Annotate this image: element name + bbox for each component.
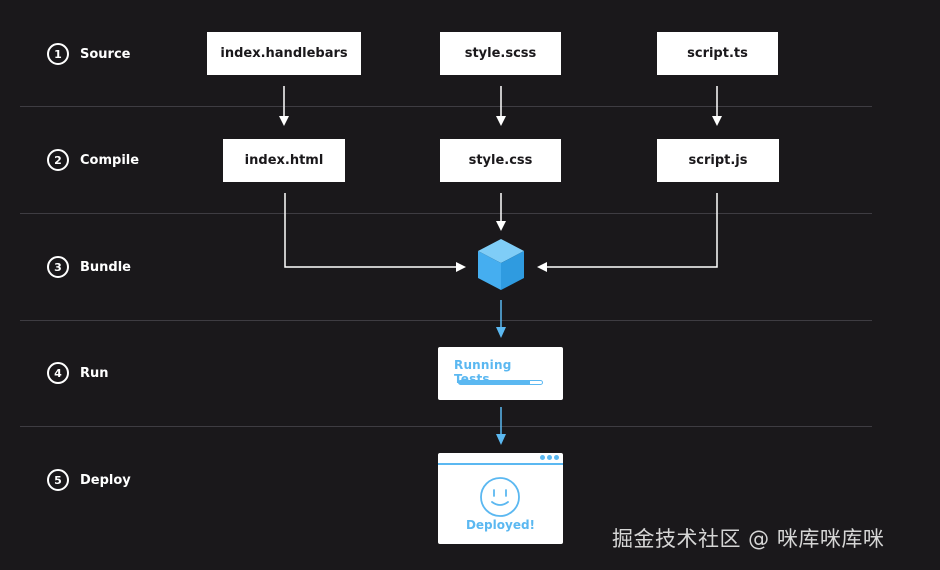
stage-label: Compile — [80, 152, 140, 168]
stage-bundle: 3 Bundle — [47, 255, 131, 279]
arrow-js-to-bundle — [547, 193, 718, 268]
row-divider — [20, 213, 872, 214]
cube-icon — [478, 239, 524, 290]
watermark: 掘金技术社区 @ 咪库咪库咪 — [612, 527, 885, 551]
smiley-face-icon — [480, 477, 520, 517]
running-tests-card: Running Tests... — [438, 347, 563, 400]
stage-number: 1 — [47, 43, 69, 65]
window-title-bar — [438, 453, 563, 465]
stage-number: 2 — [47, 149, 69, 171]
source-file-scss: style.scss — [440, 32, 561, 75]
deployed-text: Deployed! — [465, 518, 536, 532]
stage-label: Run — [80, 365, 109, 381]
source-file-ts: script.ts — [657, 32, 778, 75]
stage-number: 4 — [47, 362, 69, 384]
row-divider — [20, 106, 872, 107]
deployed-window-card: Deployed! — [438, 453, 563, 544]
stage-number: 3 — [47, 256, 69, 278]
row-divider — [20, 426, 872, 427]
compiled-file-html: index.html — [223, 139, 345, 182]
test-progress-fill — [459, 381, 530, 384]
stage-run: 4 Run — [47, 361, 109, 385]
compiled-file-js: script.js — [657, 139, 779, 182]
source-file-handlebars: index.handlebars — [207, 32, 361, 75]
arrow-html-to-bundle — [284, 193, 456, 268]
stage-number: 5 — [47, 469, 69, 491]
compiled-file-css: style.css — [440, 139, 561, 182]
stage-deploy: 5 Deploy — [47, 468, 131, 492]
stage-label: Deploy — [80, 472, 131, 488]
stage-source: 1 Source — [47, 42, 130, 66]
row-divider — [20, 320, 872, 321]
window-dots-icon — [540, 455, 559, 460]
test-progress-bar — [458, 380, 543, 385]
stage-label: Source — [80, 46, 131, 62]
stage-label: Bundle — [80, 259, 131, 275]
stage-compile: 2 Compile — [47, 148, 139, 172]
